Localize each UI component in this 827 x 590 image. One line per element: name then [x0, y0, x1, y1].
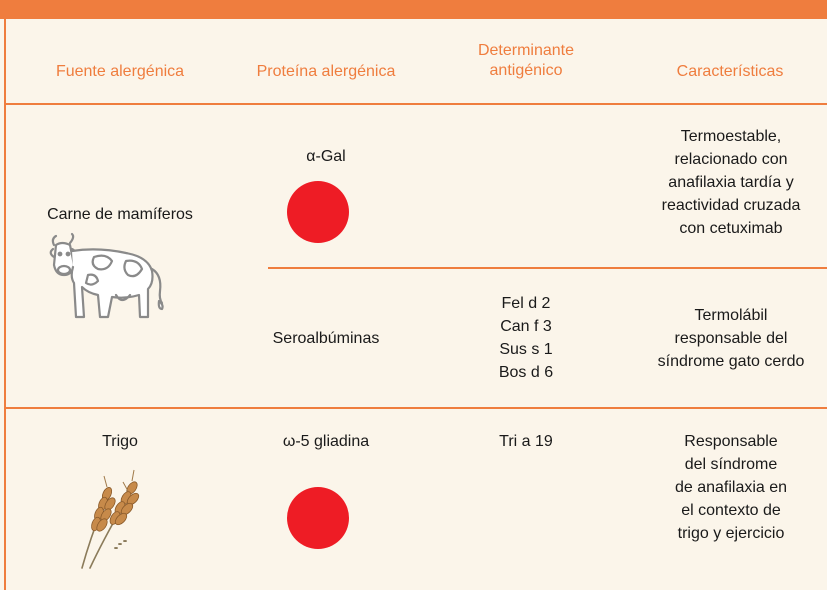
char-line: responsable del [674, 330, 788, 347]
top-border [0, 0, 827, 19]
red-circle-marker [287, 181, 349, 243]
header-characteristics: Características [676, 63, 784, 80]
char-line: el contexto de [681, 502, 781, 519]
header-protein: Proteína alergénica [256, 63, 396, 80]
header-divider [6, 103, 827, 105]
protein-omega5-gliadin: ω-5 gliadina [282, 433, 370, 450]
header-source: Fuente alergénica [55, 63, 185, 80]
cow-icon [49, 232, 164, 319]
char-line: con cetuximab [679, 220, 783, 237]
char-line: Responsable [684, 433, 778, 450]
characteristics-seroalbumins: Termolábil responsable del síndrome gato… [628, 304, 827, 373]
determinant-line: Bos d 6 [498, 364, 554, 381]
wheat-icon [81, 469, 140, 569]
protein-alpha-gal: α-Gal [306, 148, 346, 165]
determinant-line: Can f 3 [500, 318, 552, 335]
char-line: de anafilaxia en [674, 479, 788, 496]
char-line: anafilaxia tardía y [668, 174, 794, 191]
determinants-seroalbumins: Fel d 2 Can f 3 Sus s 1 Bos d 6 [436, 292, 616, 384]
subrow-divider [268, 267, 827, 269]
char-line: relacionado con [674, 151, 788, 168]
char-line: Termolábil [694, 307, 768, 324]
characteristics-wheat: Responsable del síndrome de anafilaxia e… [628, 430, 827, 545]
protein-seroalbumins: Seroalbúminas [272, 330, 380, 347]
char-line: Termoestable, [680, 128, 782, 145]
char-line: del síndrome [684, 456, 778, 473]
determinant-line: Fel d 2 [501, 295, 551, 312]
left-border [4, 19, 6, 590]
char-line: trigo y ejercicio [677, 525, 785, 542]
characteristics-alpha-gal: Termoestable, relacionado con anafilaxia… [628, 125, 827, 240]
header-determinant-line1: Determinante [477, 42, 575, 59]
determinant-tri-a-19: Tri a 19 [499, 433, 553, 450]
header-determinant-line2: antigénico [489, 62, 563, 79]
char-line: síndrome gato cerdo [657, 353, 805, 370]
char-line: reactividad cruzada [661, 197, 801, 214]
row-divider [6, 407, 827, 409]
red-circle-marker [287, 487, 349, 549]
source-wheat: Trigo [102, 433, 138, 450]
header-determinant: Determinante antigénico [436, 41, 616, 81]
determinant-line: Sus s 1 [499, 341, 553, 358]
source-meat: Carne de mamíferos [47, 206, 193, 223]
